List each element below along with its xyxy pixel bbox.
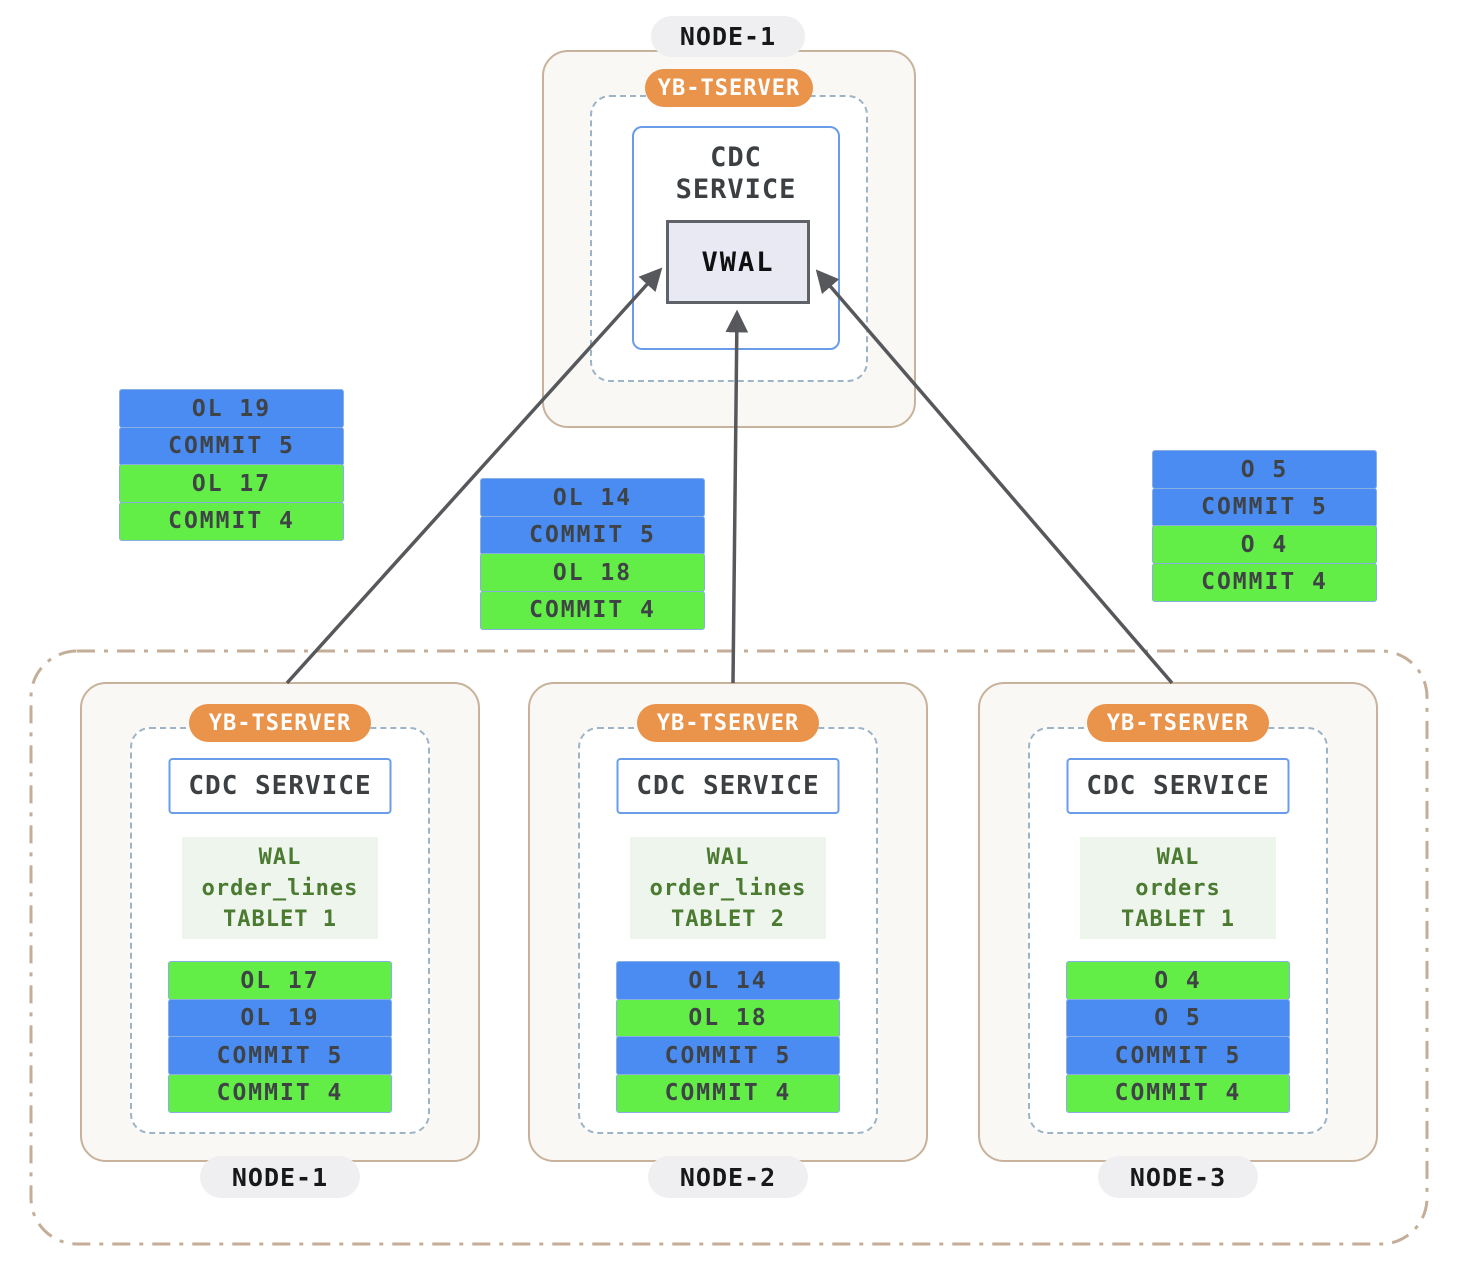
cluster-node-3: YB-TSERVER CDC SERVICE WAL orders TABLET… [978, 682, 1378, 1162]
wal-record-bar-ol-17: OL 17 [168, 961, 392, 1000]
node2-cdc-service-box: CDC SERVICE [616, 758, 840, 814]
wal-record-bar-commit-5: COMMIT 5 [119, 426, 344, 466]
node1-yb-tserver-badge: YB-TSERVER [189, 704, 371, 742]
wal-record-bar-commit-4: COMMIT 4 [168, 1073, 392, 1113]
node3-label: NODE-3 [1098, 1156, 1258, 1198]
wal-record-bar-commit-4: COMMIT 4 [119, 501, 344, 541]
wal-tablet-name: TABLET 2 [671, 906, 785, 932]
wal-record-bar-commit-4: COMMIT 4 [1066, 1073, 1290, 1113]
wal-record-bar-o-4: O 4 [1066, 961, 1290, 1000]
wal-record-bar-ol-19: OL 19 [168, 998, 392, 1038]
cluster-node-1: YB-TSERVER CDC SERVICE WAL order_lines T… [80, 682, 480, 1162]
wal-record-bar-commit-5: COMMIT 5 [616, 1036, 840, 1075]
node3-wal-tablet-box: WAL orders TABLET 1 [1080, 837, 1276, 939]
node2-label: NODE-2 [648, 1156, 808, 1198]
wal-record-bar-commit-5: COMMIT 5 [1152, 487, 1377, 527]
wal-table-name: order_lines [649, 875, 807, 901]
wal-record-bar-commit-5: COMMIT 5 [480, 515, 705, 555]
wal-record-bar-ol-18: OL 18 [616, 998, 840, 1038]
wal-line: WAL [1156, 844, 1200, 870]
wal-record-bar-commit-5: COMMIT 5 [168, 1036, 392, 1075]
node1-cdc-service-box: CDC SERVICE [168, 758, 392, 814]
wal-record-bar-commit-4: COMMIT 4 [480, 590, 705, 630]
node3-yb-tserver-badge: YB-TSERVER [1087, 704, 1269, 742]
wal-record-bar-ol-18: OL 18 [480, 553, 705, 592]
top-node-label: NODE-1 [651, 16, 805, 57]
cdc-service-label-line2: SERVICE [675, 174, 797, 205]
node3-cdc-service-box: CDC SERVICE [1066, 758, 1290, 814]
vwal-box: VWAL [666, 220, 810, 304]
top-yb-tserver-badge: YB-TSERVER [645, 69, 813, 107]
wal-tablet-name: TABLET 1 [223, 906, 337, 932]
wal-line: WAL [258, 844, 302, 870]
wal-record-bar-ol-19: OL 19 [119, 389, 344, 428]
node2-wal-tablet-box: WAL order_lines TABLET 2 [630, 837, 826, 939]
node1-wal-tablet-box: WAL order_lines TABLET 1 [182, 837, 378, 939]
cluster-node-2: YB-TSERVER CDC SERVICE WAL order_lines T… [528, 682, 928, 1162]
cdc-service-label-line1: CDC [710, 142, 762, 173]
wal-table-name: order_lines [201, 875, 359, 901]
node1-label: NODE-1 [200, 1156, 360, 1198]
wal-line: WAL [706, 844, 750, 870]
wal-record-bar-commit-4: COMMIT 4 [616, 1073, 840, 1113]
wal-record-bar-ol-14: OL 14 [616, 961, 840, 1000]
wal-record-bar-o-5: O 5 [1066, 998, 1290, 1038]
wal-record-bar-commit-4: COMMIT 4 [1152, 562, 1377, 602]
wal-tablet-name: TABLET 1 [1121, 906, 1235, 932]
wal-record-bar-o-5: O 5 [1152, 450, 1377, 489]
wal-record-bar-o-4: O 4 [1152, 525, 1377, 564]
wal-record-bar-ol-17: OL 17 [119, 464, 344, 503]
wal-table-name: orders [1135, 875, 1221, 901]
wal-record-bar-commit-5: COMMIT 5 [1066, 1036, 1290, 1075]
wal-record-bar-ol-14: OL 14 [480, 478, 705, 517]
node2-yb-tserver-badge: YB-TSERVER [637, 704, 819, 742]
